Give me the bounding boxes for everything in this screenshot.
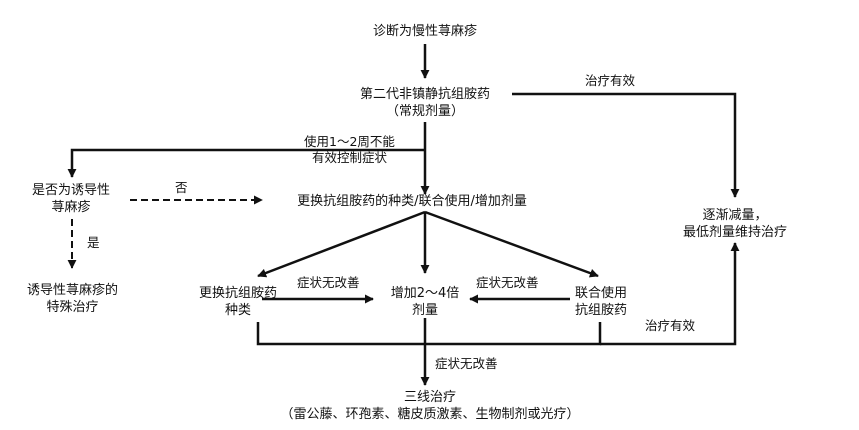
node-change-combine-increase: 更换抗组胺药的种类/联合使用/增加剂量 bbox=[297, 194, 527, 209]
node-third-line-therapy: 三线治疗 （雷公藤、环孢素、糖皮质激素、生物制剂或光疗） bbox=[280, 390, 580, 422]
node-increase-dose: 增加2～4倍 剂量 bbox=[390, 286, 460, 318]
label-no-improve-left: 症状无改善 bbox=[297, 275, 360, 290]
arrow-change-to-combine bbox=[424, 210, 599, 278]
arrow-combine-to-taper bbox=[600, 242, 740, 346]
node-combine-use: 联合使用 抗组胺药 bbox=[574, 286, 627, 318]
label-no-improve-bottom: 症状无改善 bbox=[435, 356, 498, 371]
node-inducible-special-therapy: 诱导性荨麻疹的 特殊治疗 bbox=[26, 283, 118, 315]
label-no-improve-right: 症状无改善 bbox=[476, 275, 539, 290]
node-inducible-question: 是否为诱导性 荨麻疹 bbox=[31, 183, 110, 215]
label-effective-top: 治疗有效 bbox=[585, 73, 636, 88]
arrow-to-inducible-question bbox=[67, 148, 425, 178]
label-no-control: 使用1～2周不能 有效控制症状 bbox=[304, 134, 395, 165]
label-yes: 是 bbox=[87, 235, 100, 250]
bracket-to-third-line bbox=[256, 322, 602, 346]
node-second-gen-antihistamine: 第二代非镇静抗组胺药 （常规剂量） bbox=[359, 87, 490, 119]
arrow-change-to-change-type bbox=[257, 210, 426, 278]
label-effective-bottom: 治疗有效 bbox=[645, 318, 696, 333]
node-diagnosis: 诊断为慢性荨麻疹 bbox=[372, 24, 477, 39]
node-change-type: 更换抗组胺药 种类 bbox=[198, 286, 277, 318]
node-taper-maintenance: 逐渐减量， 最低剂量维持治疗 bbox=[682, 208, 787, 240]
label-no: 否 bbox=[175, 180, 188, 195]
arrow-second-gen-to-taper bbox=[512, 92, 740, 198]
